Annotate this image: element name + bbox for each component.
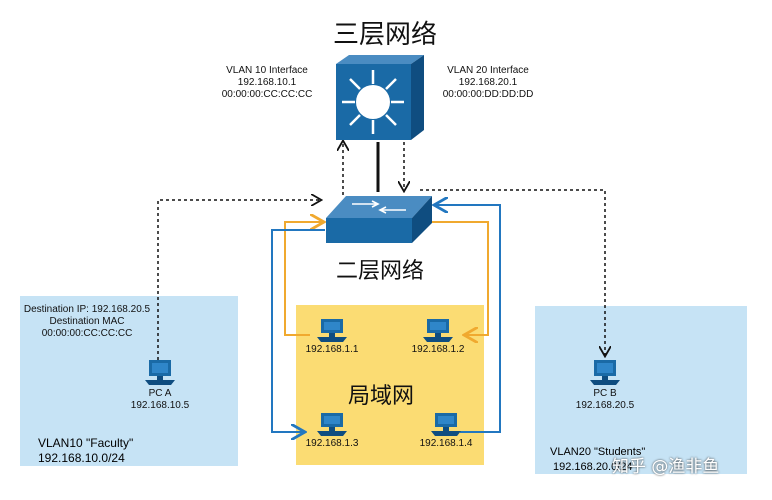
vlan20-subnet: 192.168.20.0/24 — [553, 461, 633, 473]
pc-b-name: PC B — [593, 388, 617, 399]
vlan20-interface-mac: 00:00:00:DD:DD:DD — [442, 89, 534, 100]
lan-host-2[interactable]: 192.168.1.2 — [406, 318, 470, 356]
vlan10-name: VLAN10 "Faculty" — [38, 436, 134, 450]
l2-switch-icon — [326, 196, 432, 243]
lan-link-3 — [271, 229, 325, 432]
vlan10-interface-ip: 192.168.10.1 — [237, 77, 297, 88]
vlan10-zone — [20, 296, 238, 466]
destination-ip: Destination IP: 192.168.20.5 — [23, 304, 151, 315]
vlan20-zone — [535, 306, 747, 474]
pc-a-name: PC A — [148, 388, 172, 399]
vlan20-interface-label: VLAN 20 Interface 192.168.20.1 00:00:00:… — [433, 65, 543, 101]
computer-icon — [317, 413, 347, 436]
lan-title: 局域网 — [348, 384, 415, 409]
computer-icon — [431, 413, 461, 436]
lan-host-4-ip: 192.168.1.4 — [419, 438, 473, 449]
computer-icon — [590, 360, 620, 385]
pc-a[interactable]: PC A 192.168.10.5 — [128, 358, 192, 412]
vlan10-interface-name: VLAN 10 Interface — [226, 65, 308, 76]
lan-host-1[interactable]: 192.168.1.1 — [300, 318, 364, 356]
lan-link-1 — [284, 222, 322, 336]
destination-mac: 00:00:00:CC:CC:CC — [41, 328, 133, 339]
l3-title: 三层网络 — [333, 20, 438, 50]
lan-link-2 — [420, 221, 489, 335]
lan-host-3-ip: 192.168.1.3 — [305, 438, 359, 449]
pc-b[interactable]: PC B 192.168.20.5 — [573, 358, 637, 412]
computer-icon — [317, 319, 347, 342]
lan-host-4[interactable]: 192.168.1.4 — [414, 412, 478, 450]
computer-icon — [423, 319, 453, 342]
destination-info: Destination IP: 192.168.20.5 Destination… — [22, 304, 152, 340]
vlan20-interface-name: VLAN 20 Interface — [447, 65, 529, 76]
lan-host-3[interactable]: 192.168.1.3 — [300, 412, 364, 450]
pc-a-ip: 192.168.10.5 — [130, 400, 190, 411]
vlan10-subnet: 192.168.10.0/24 — [38, 451, 125, 465]
l3-switch-icon — [336, 55, 424, 140]
l2-title: 二层网络 — [336, 259, 425, 284]
computer-icon — [145, 360, 175, 385]
pc-b-ip: 192.168.20.5 — [575, 400, 635, 411]
destination-mac-label: Destination MAC — [49, 316, 125, 327]
vlan10-interface-mac: 00:00:00:CC:CC:CC — [221, 89, 313, 100]
pcb-path — [420, 189, 605, 355]
vlan20-name: VLAN20 "Students" — [550, 446, 646, 458]
vlan10-interface-label: VLAN 10 Interface 192.168.10.1 00:00:00:… — [212, 65, 322, 101]
lan-link-4 — [436, 205, 501, 433]
watermark: 知乎 @渔非鱼 — [612, 457, 720, 477]
lan-host-1-ip: 192.168.1.1 — [305, 344, 359, 355]
vlan20-interface-ip: 192.168.20.1 — [458, 77, 518, 88]
lan-host-2-ip: 192.168.1.2 — [411, 344, 465, 355]
